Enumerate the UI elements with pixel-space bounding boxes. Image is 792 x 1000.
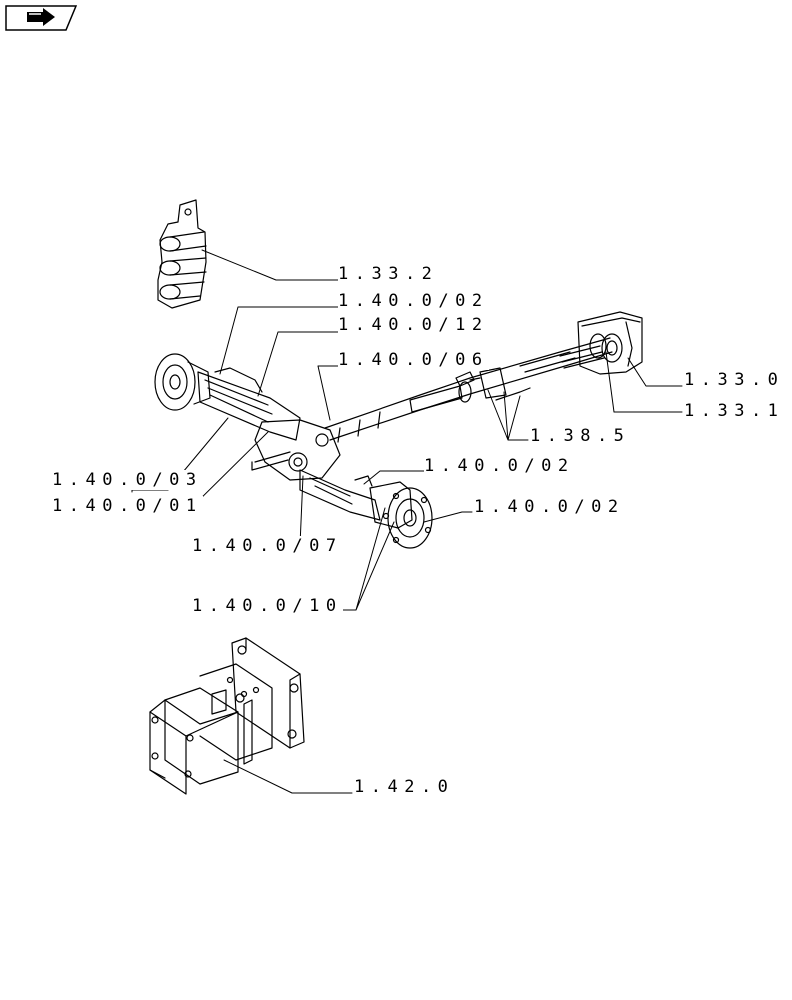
callout-label[interactable]: 1.40.0/03 xyxy=(52,470,203,490)
callout-label[interactable]: 1.40.0/02 xyxy=(338,291,489,311)
callout-label[interactable]: 1.40.0/02 xyxy=(474,497,625,517)
callout-label[interactable]: 1.40.0/10 xyxy=(192,596,343,616)
axle-assembly xyxy=(154,311,643,549)
callout-label[interactable]: 1.33.0 xyxy=(684,370,785,390)
arrow-right-icon xyxy=(27,8,55,26)
leader-lines xyxy=(129,249,683,794)
next-page-button[interactable] xyxy=(5,5,78,31)
callout-label[interactable]: 1.40.0/06 xyxy=(338,350,489,370)
callout-label[interactable]: 1.42.0 xyxy=(354,777,455,797)
callout-label[interactable]: 1.40.0/12 xyxy=(338,315,489,335)
callout-label[interactable]: 1.40.0/07 xyxy=(192,536,343,556)
callout-label[interactable]: 1.33.1 xyxy=(684,401,785,421)
callout-label[interactable]: 1.38.5 xyxy=(530,426,631,446)
callout-label[interactable]: 1.40.0/02 xyxy=(424,456,575,476)
hydraulic-pump xyxy=(149,637,305,795)
callout-label[interactable]: 1.33.2 xyxy=(338,264,439,284)
bracket-part xyxy=(157,199,207,309)
callout-label[interactable]: 1.40.0/01 xyxy=(52,496,203,516)
